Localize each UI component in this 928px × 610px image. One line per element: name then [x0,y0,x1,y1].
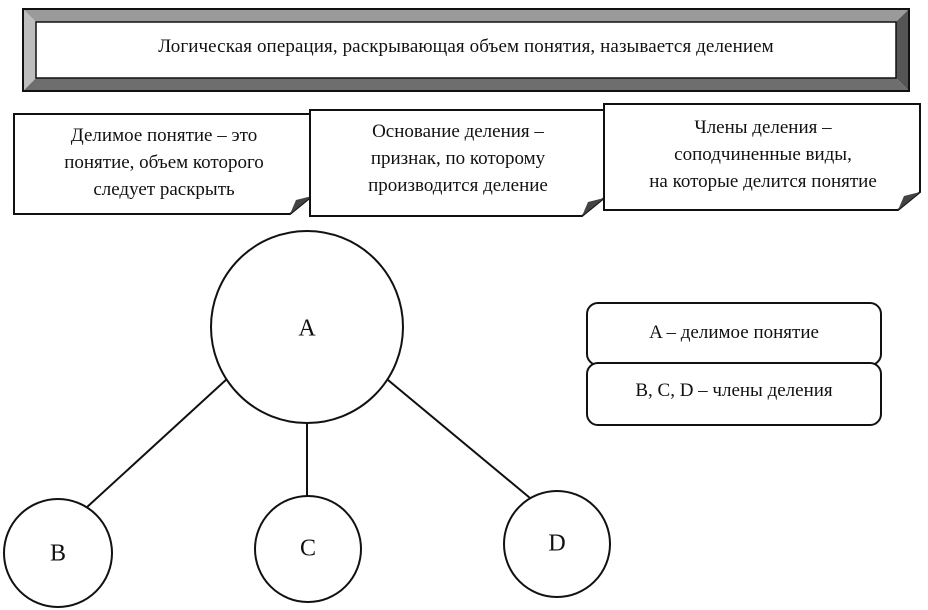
card-line: производится деление [368,175,548,196]
edge-a-d [387,379,531,499]
legend-members-text: B, C, D – члены деления [635,380,833,401]
legend-divisible-text: A – делимое понятие [649,322,819,343]
card-line: следует раскрыть [93,179,235,200]
card-line: Члены деления – [694,117,832,138]
card-line: Основание деления – [372,121,544,142]
card-line: Делимое понятие – это [70,125,258,146]
banner-bevel [24,10,908,90]
card-line: признак, по которому [370,148,546,169]
card-shape [603,103,921,211]
card-line: соподчиненные виды, [674,144,852,165]
card-divisible-concept: Делимое понятие – это понятие, объем кот… [13,113,314,215]
legend-members: B, C, D – члены деления [586,362,882,426]
node-d-circle [503,490,611,598]
legend-divisible: A – делимое понятие [586,302,882,366]
node-c-circle [254,495,362,603]
node-b-circle [3,498,113,608]
node-a-circle [210,230,404,424]
definition-banner: Логическая операция, раскрывающая объем … [22,8,910,92]
node-c-label: C [300,536,316,562]
card-division-basis: Основание деления – признак, по которому… [309,109,606,217]
banner-title: Логическая операция, раскрывающая объем … [158,36,774,57]
card-shape [13,113,313,215]
card-line: на которые делится понятие [649,171,877,192]
node-d-label: D [548,531,565,557]
node-b-label: B [50,541,66,567]
card-division-members: Члены деления – соподчиненные виды, на к… [603,103,922,211]
edge-a-b [85,377,229,509]
card-shape [309,109,605,217]
node-a-label: A [298,316,316,342]
card-line: понятие, объем которого [64,152,264,173]
